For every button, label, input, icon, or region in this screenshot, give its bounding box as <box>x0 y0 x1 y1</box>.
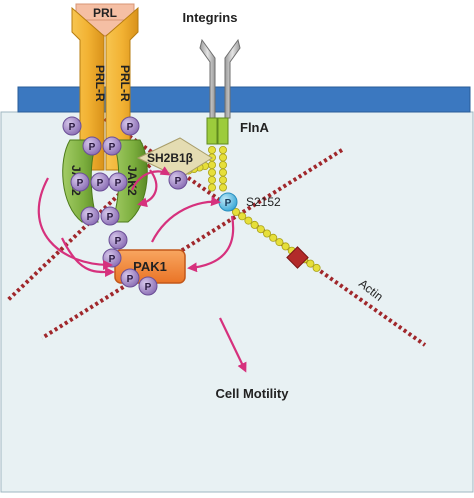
svg-text:P: P <box>175 176 182 187</box>
phospho-circle: P <box>100 206 120 226</box>
phospho-circle: P <box>70 172 90 192</box>
actin-filament-long <box>93 110 427 347</box>
svg-text:P: P <box>109 254 116 265</box>
svg-text:P: P <box>89 142 96 153</box>
s2152-site: P <box>218 192 238 212</box>
svg-text:P: P <box>107 212 114 223</box>
svg-text:P: P <box>69 122 76 133</box>
phospho-circle: P <box>108 230 128 250</box>
flna-bead <box>218 183 227 192</box>
arrow-jak2-to-pak1 <box>37 177 113 270</box>
s2152-label: S2152 <box>246 195 281 209</box>
svg-text:P: P <box>225 198 232 209</box>
arrow-jak2-to-sh2b1b <box>130 166 171 191</box>
phospho-circle: P <box>62 116 82 136</box>
cell-motility-label: Cell Motility <box>216 386 290 401</box>
svg-text:P: P <box>77 178 84 189</box>
arrow-sh2b1b-to-jak2 <box>137 169 158 208</box>
flna-bead <box>250 220 259 229</box>
jak2-right-label: JAK2 <box>125 165 139 196</box>
phospho-circle: P <box>82 136 102 156</box>
svg-text:P: P <box>115 178 122 189</box>
phospho-circle: P <box>120 116 140 136</box>
flna-bead <box>207 168 216 177</box>
prl-r-left-label: PRL-R <box>93 65 107 102</box>
prl-label: PRL <box>93 6 117 20</box>
sh2b1b-label: SH2B1β <box>147 151 193 165</box>
phospho-circle: P <box>102 136 122 156</box>
arrow-pak1-to-flna <box>151 196 221 243</box>
prl-r-right-label: PRL-R <box>118 65 132 102</box>
flna-bead <box>218 153 227 162</box>
flna-bead <box>306 259 315 268</box>
flna-bead <box>207 145 216 154</box>
actin-filament-right-cross <box>40 148 344 340</box>
phospho-circle: P <box>120 268 140 288</box>
flna-bead <box>207 183 216 192</box>
flna-bead <box>275 238 284 247</box>
signaling-arrows <box>37 166 247 373</box>
flna-bead <box>207 160 216 169</box>
svg-text:P: P <box>127 122 134 133</box>
flna-bead <box>281 242 290 251</box>
flna-bead <box>244 216 253 225</box>
svg-text:P: P <box>115 236 122 247</box>
svg-text:P: P <box>109 142 116 153</box>
phospho-circle: P <box>138 276 158 296</box>
phospho-circle: P <box>168 170 188 190</box>
phospho-circle: P <box>80 206 100 226</box>
flna-bead <box>262 229 271 238</box>
flna-bead <box>218 145 227 154</box>
arrow-to-cell-motility <box>219 317 247 373</box>
flna-bead <box>218 160 227 169</box>
red-square-marker <box>286 246 309 269</box>
svg-text:P: P <box>145 282 152 293</box>
flna-bead <box>207 175 216 184</box>
sh2b1b: SH2B1β <box>136 137 213 179</box>
flna-bead <box>218 168 227 177</box>
arrow-flna-to-pak1 <box>187 215 235 273</box>
pak1-label: PAK1 <box>133 259 167 274</box>
flna-bead <box>231 207 240 216</box>
integrins <box>199 38 241 145</box>
flna-bead <box>218 175 227 184</box>
flna-bead <box>269 233 278 242</box>
svg-text:P: P <box>87 212 94 223</box>
svg-text:P: P <box>127 274 134 285</box>
flna-bead <box>238 212 247 221</box>
arrow-jak2-to-pak1-lower <box>61 237 115 277</box>
svg-text:P: P <box>97 178 104 189</box>
phospho-circle: P <box>90 172 110 192</box>
flna-bead <box>256 225 265 234</box>
phospho-circle: P <box>108 172 128 192</box>
integrins-label: Integrins <box>183 10 238 25</box>
flna-label: FlnA <box>240 120 269 135</box>
flna-bead <box>312 263 321 272</box>
